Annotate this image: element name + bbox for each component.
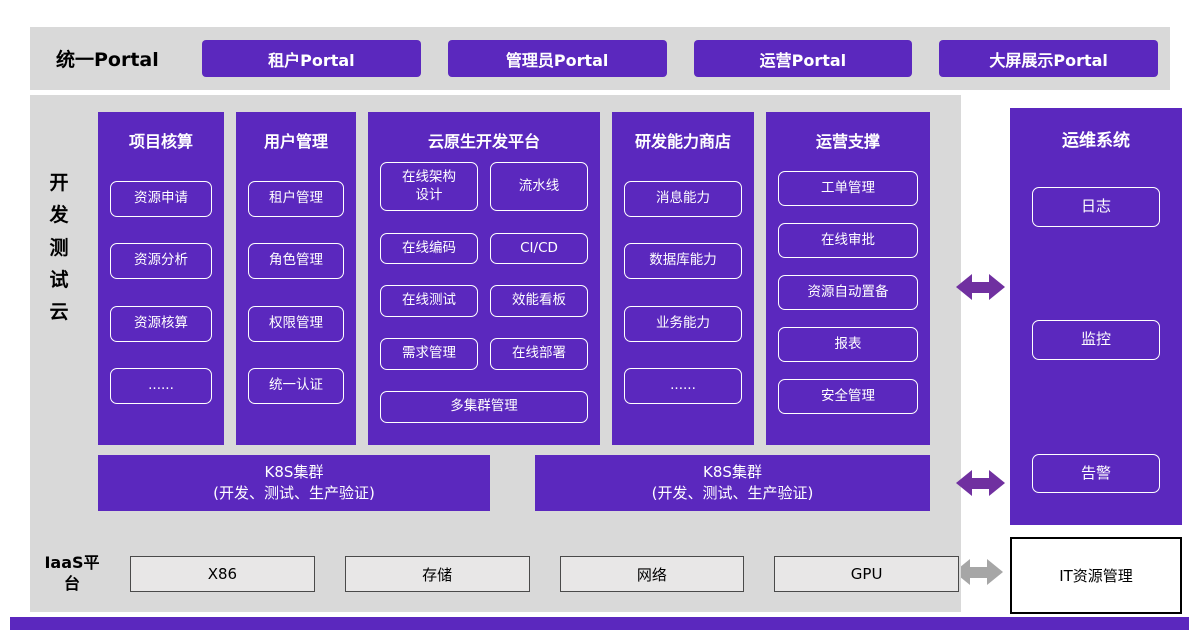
item-storage: 存储 xyxy=(344,556,530,592)
iaas-platform-label: IaaS平台 xyxy=(44,553,100,593)
k8s-cluster-title: K8S集群 xyxy=(703,463,762,482)
item-logs: 日志 xyxy=(1032,187,1160,227)
portal-button-operation: 运营Portal xyxy=(693,40,913,77)
item-ci-cd: CI/CD xyxy=(490,232,588,265)
item-tenant-management: 租户管理 xyxy=(248,180,344,217)
item-alerts: 告警 xyxy=(1032,453,1160,493)
item-requirement-management: 需求管理 xyxy=(380,338,478,370)
arrow-head-right xyxy=(989,274,1005,300)
item-ellipsis: ...... xyxy=(624,368,742,404)
column-body: 消息能力 数据库能力 业务能力 ...... xyxy=(624,154,742,431)
item-monitoring: 监控 xyxy=(1032,320,1160,360)
column-title-cloud-native-platform: 云原生开发平台 xyxy=(427,132,540,151)
column-operation-support: 运营支撑 工单管理 在线审批 资源自动置备 报表 安全管理 xyxy=(766,112,930,445)
item-gpu: GPU xyxy=(774,556,959,592)
column-body: 租户管理 角色管理 权限管理 统一认证 xyxy=(248,154,344,431)
item-message-capability: 消息能力 xyxy=(624,180,742,217)
item-efficiency-dashboard: 效能看板 xyxy=(490,285,588,318)
item-unified-authentication: 统一认证 xyxy=(248,368,344,404)
item-online-architecture-design: 在线架构 设计 xyxy=(380,162,478,212)
portal-button-admin: 管理员Portal xyxy=(447,40,667,77)
column-body: 工单管理 在线审批 资源自动置备 报表 安全管理 xyxy=(778,154,918,431)
k8s-cluster-subtitle: (开发、测试、生产验证) xyxy=(651,483,814,502)
module-columns: 项目核算 资源申请 资源分析 资源核算 ...... 用户管理 租户管理 角色管… xyxy=(98,112,930,445)
double-arrow-icon-bottom xyxy=(956,470,1005,496)
item-online-testing: 在线测试 xyxy=(380,285,478,318)
item-resource-accounting: 资源核算 xyxy=(110,305,212,342)
dev-test-cloud-label: 开发测试云 xyxy=(49,172,69,324)
k8s-cluster-subtitle: (开发、测试、生产验证) xyxy=(213,483,375,502)
arrow-head-right xyxy=(987,559,1003,585)
column-title-project-accounting: 项目核算 xyxy=(128,132,193,151)
column-body: 资源申请 资源分析 资源核算 ...... xyxy=(110,154,212,431)
column-cloud-native-platform: 云原生开发平台 在线架构 设计 流水线 在线编码 CI/CD 在线测试 效能看板… xyxy=(368,112,600,445)
item-network: 网络 xyxy=(559,556,745,592)
k8s-cluster-bar-left: K8S集群 (开发、测试、生产验证) xyxy=(98,455,490,511)
portal-bar: 统一Portal 租户Portal 管理员Portal 运营Portal 大屏展… xyxy=(30,27,1170,90)
item-role-management: 角色管理 xyxy=(248,243,344,279)
arrow-head-right xyxy=(989,470,1005,496)
portal-buttons-group: 租户Portal 管理员Portal 运营Portal 大屏展示Portal xyxy=(178,40,1170,77)
arrow-shaft xyxy=(972,477,989,489)
item-pipeline: 流水线 xyxy=(490,162,588,212)
item-permission-management: 权限管理 xyxy=(248,305,344,342)
item-business-capability: 业务能力 xyxy=(624,305,742,342)
iaas-boxes-group: X86 存储 网络 GPU xyxy=(102,556,961,592)
ops-system-title: 运维系统 xyxy=(1062,131,1130,151)
double-arrow-icon-top xyxy=(956,274,1005,300)
ops-system-panel: 运维系统 日志 监控 告警 xyxy=(1010,108,1182,525)
k8s-cluster-title: K8S集群 xyxy=(264,463,324,482)
double-arrow-icon-iaas xyxy=(954,559,1003,585)
item-database-capability: 数据库能力 xyxy=(624,243,742,279)
ops-system-body: 日志 监控 告警 xyxy=(1010,151,1182,525)
item-x86: X86 xyxy=(130,556,315,592)
item-multi-cluster-management: 多集群管理 xyxy=(380,391,588,423)
column-title-user-management: 用户管理 xyxy=(263,132,328,151)
arrow-head-left xyxy=(956,274,972,300)
item-online-approval: 在线审批 xyxy=(778,222,918,259)
column-project-accounting: 项目核算 资源申请 资源分析 资源核算 ...... xyxy=(98,112,224,445)
arrow-shaft xyxy=(972,281,989,293)
column-title-rd-capability-store: 研发能力商店 xyxy=(634,132,731,151)
column-rd-capability-store: 研发能力商店 消息能力 数据库能力 业务能力 ...... xyxy=(612,112,754,445)
bottom-accent-strip xyxy=(10,617,1189,630)
portal-button-bigscreen: 大屏展示Portal xyxy=(939,40,1158,77)
portal-button-tenant: 租户Portal xyxy=(202,40,421,77)
item-ticket-management: 工单管理 xyxy=(778,170,918,207)
item-auto-provisioning: 资源自动置备 xyxy=(778,274,918,311)
item-reports: 报表 xyxy=(778,326,918,363)
it-resource-management-box: IT资源管理 xyxy=(1010,537,1182,614)
arrow-shaft xyxy=(970,566,987,578)
iaas-platform-panel: IaaS平台 X86 存储 网络 GPU xyxy=(30,536,961,612)
column-user-management: 用户管理 租户管理 角色管理 权限管理 统一认证 xyxy=(236,112,356,445)
k8s-cluster-bar-right: K8S集群 (开发、测试、生产验证) xyxy=(535,455,930,511)
column-grid: 在线架构 设计 流水线 在线编码 CI/CD 在线测试 效能看板 需求管理 在线… xyxy=(380,154,588,431)
arrow-head-left xyxy=(956,470,972,496)
portal-bar-title: 统一Portal xyxy=(56,49,159,71)
column-title-operation-support: 运营支撑 xyxy=(815,132,880,151)
item-online-deployment: 在线部署 xyxy=(490,338,588,370)
item-security-management: 安全管理 xyxy=(778,378,918,415)
item-resource-application: 资源申请 xyxy=(110,180,212,217)
item-online-coding: 在线编码 xyxy=(380,232,478,265)
item-resource-analysis: 资源分析 xyxy=(110,243,212,279)
dev-test-cloud-panel: 开发测试云 项目核算 资源申请 资源分析 资源核算 ...... 用户管理 租户… xyxy=(30,95,961,537)
item-ellipsis: ...... xyxy=(110,368,212,404)
